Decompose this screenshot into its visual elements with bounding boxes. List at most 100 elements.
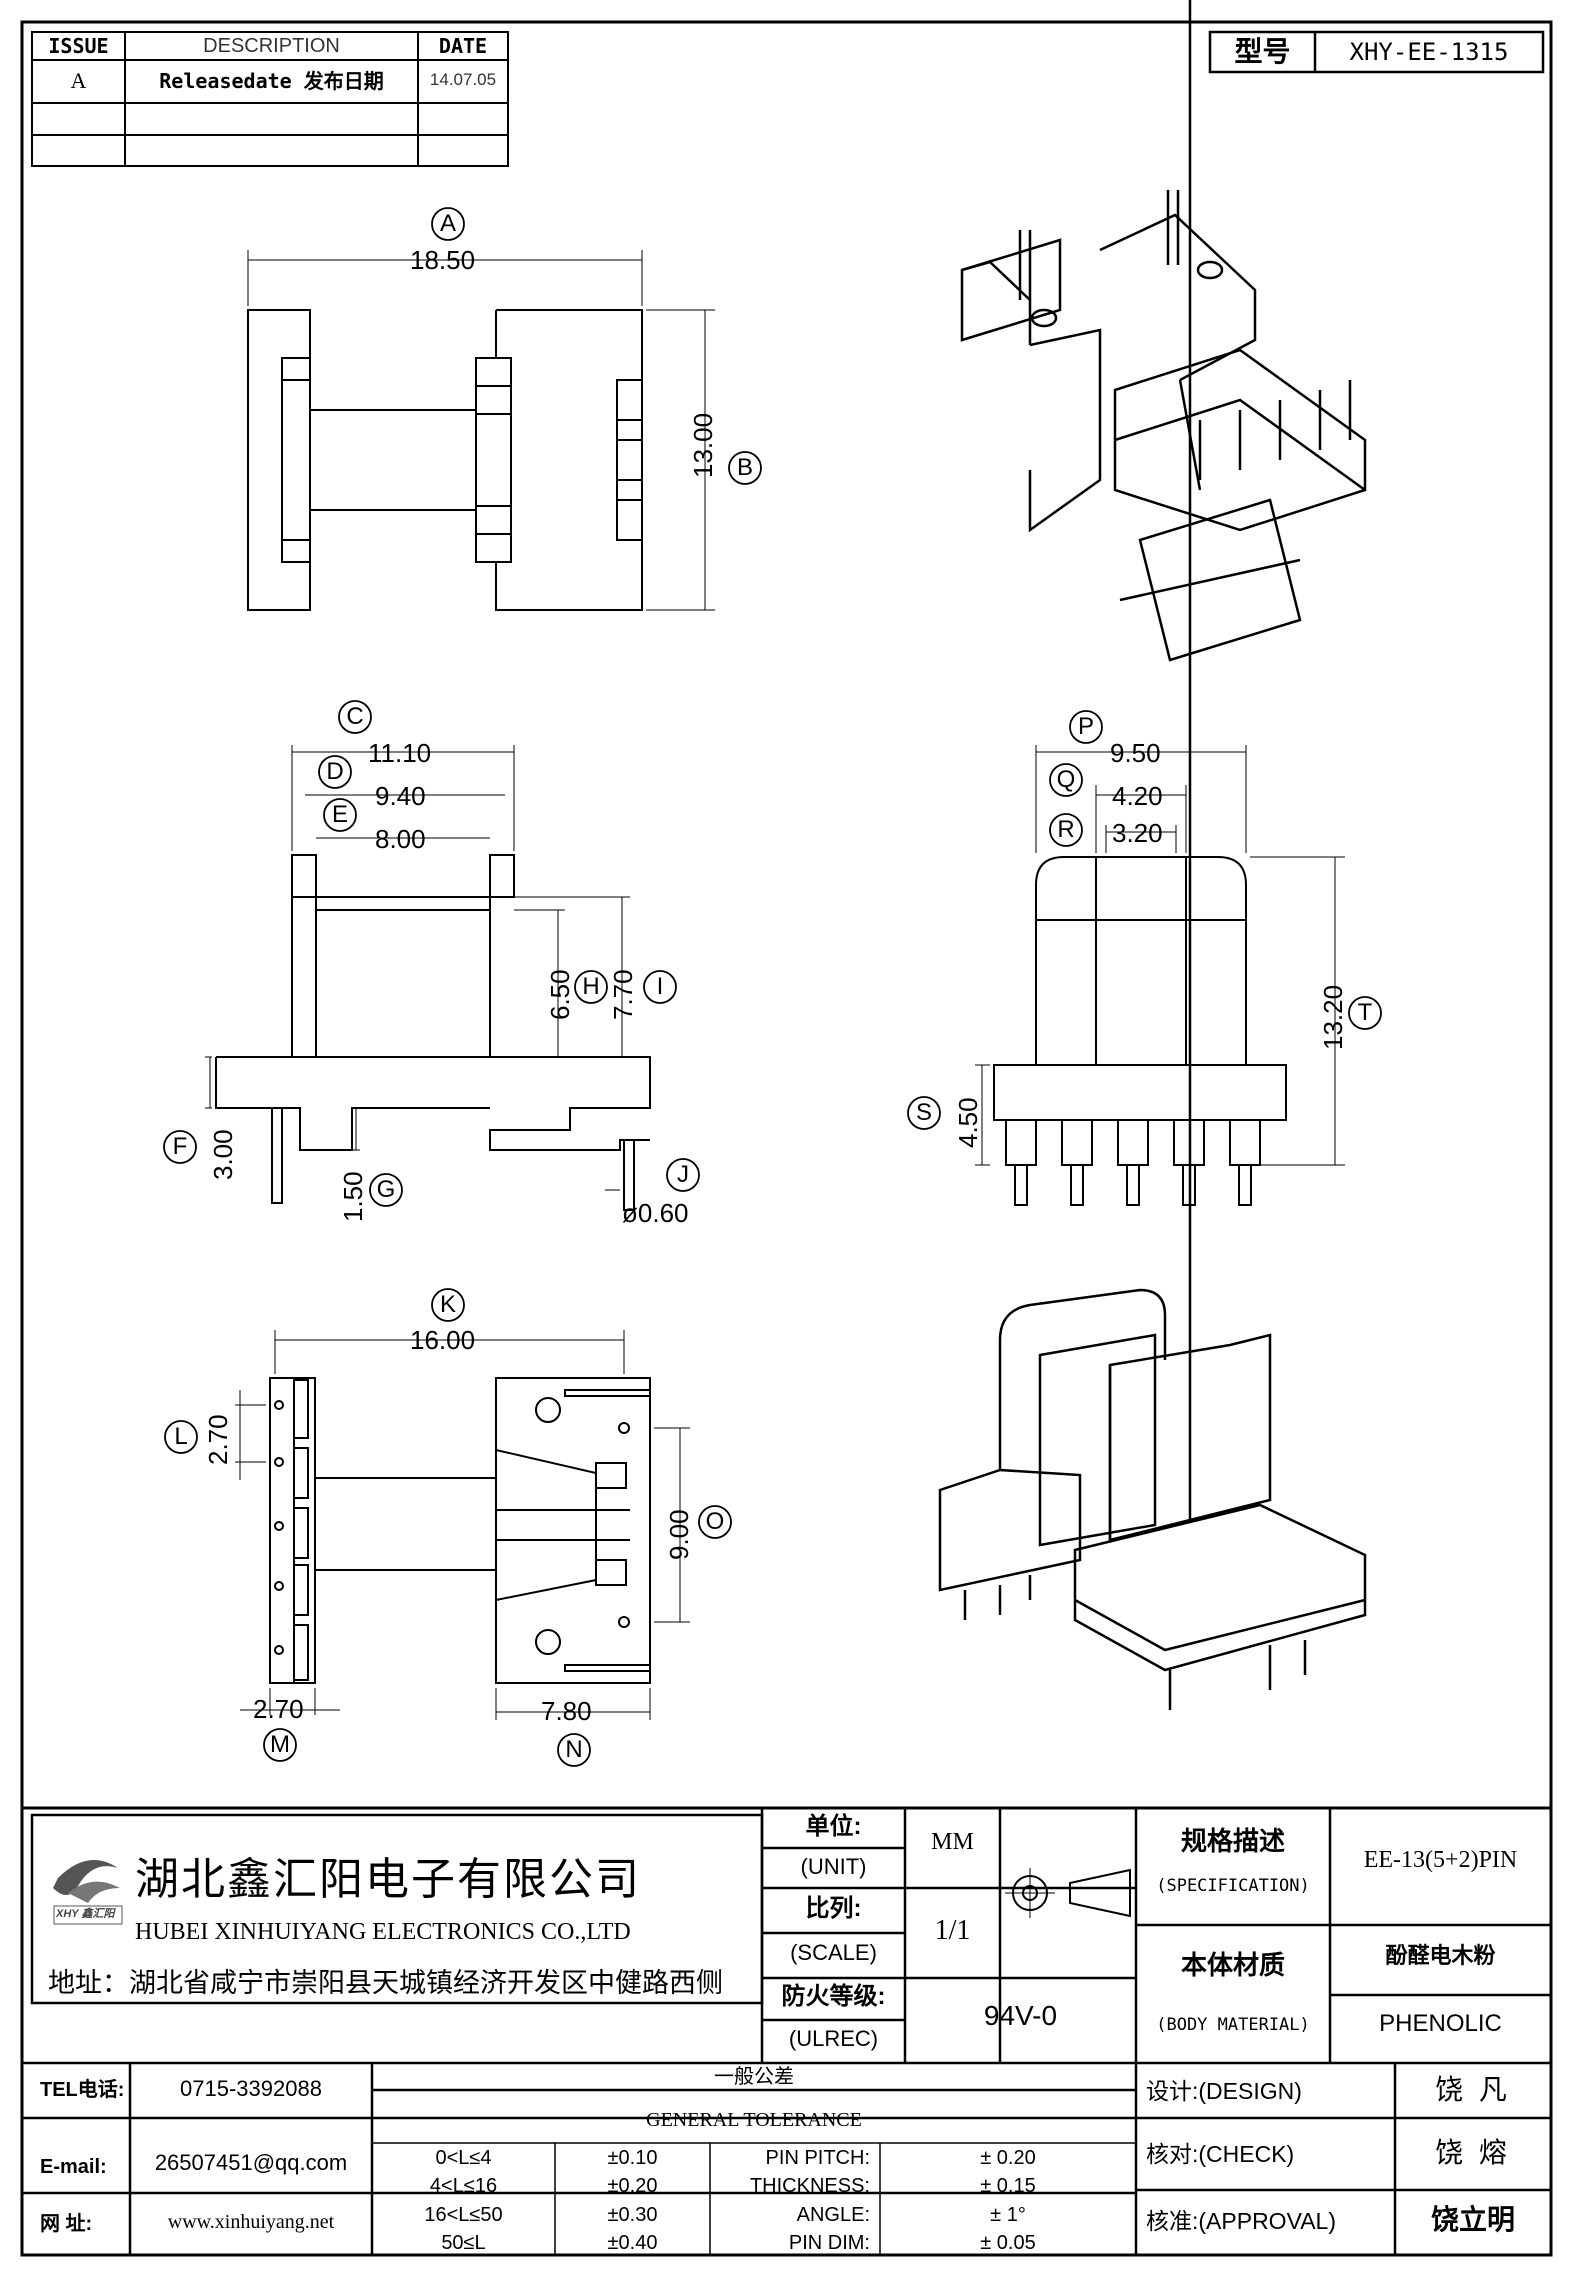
spec-label: 规格描述: [1180, 1826, 1285, 1856]
dim-l-label: L: [174, 1423, 188, 1450]
fire-label-en: (ULREC): [788, 2026, 879, 2051]
web-label: 网 址:: [40, 2213, 93, 2235]
company-name-en: HUBEI XINHUIYANG ELECTRONICS CO.,LTD: [135, 1919, 631, 1945]
check-name: 饶 熔: [1435, 2137, 1511, 2168]
revision-table-lines: [31, 31, 509, 167]
dim-r-value: 3.20: [1112, 818, 1163, 848]
design-label: 设计:(DESIGN): [1146, 2078, 1302, 2104]
tolerance-extra-label: ANGLE:: [796, 2204, 870, 2226]
tolerance-value: ±0.30: [607, 2204, 658, 2226]
rev-header-description: DESCRIPTION: [203, 35, 340, 57]
dim-d-label: D: [326, 758, 344, 785]
tolerance-title-en: GENERAL TOLERANCE: [646, 2109, 862, 2131]
dim-t-value: 13.20: [1318, 984, 1348, 1050]
web-value[interactable]: www.xinhuiyang.net: [167, 2211, 335, 2233]
projection-symbol-lines: [1005, 1868, 1131, 1918]
dim-g-value: 1.50: [338, 1171, 368, 1222]
rev-row-description: Releasedate 发布日期: [159, 69, 384, 93]
dim-b-label: B: [736, 454, 753, 481]
check-label: 核对:(CHECK): [1146, 2141, 1295, 2167]
rev-row-date: 14.07.05: [429, 70, 497, 89]
dim-h-label: H: [582, 973, 600, 1000]
dim-c-label: C: [346, 703, 364, 730]
dim-f-value: 3.00: [208, 1129, 238, 1180]
dim-e-value: 8.00: [375, 824, 426, 854]
dim-o-label: O: [705, 1508, 725, 1535]
dim-m-value: 2.70: [253, 1694, 304, 1724]
dim-a-label: A: [439, 210, 456, 237]
dim-n-value: 7.80: [541, 1696, 592, 1726]
dim-a-value: 18.50: [410, 245, 476, 275]
email-value[interactable]: 26507451@qq.com: [154, 2150, 348, 2175]
spec-label-en: (SPECIFICATION): [1156, 1876, 1310, 1896]
company-logo: XHY 鑫汇阳: [48, 1848, 128, 1928]
iso-view-bottom: [938, 0, 1367, 1710]
dim-g-label: G: [376, 1176, 396, 1203]
dim-m-label: M: [270, 1731, 290, 1758]
tel-label: TEL电话:: [40, 2079, 125, 2101]
email-label: E-mail:: [40, 2156, 107, 2178]
dim-n-label: N: [565, 1736, 583, 1763]
unit-label-en: (UNIT): [800, 1854, 867, 1879]
tolerance-range: 0<L≤4: [435, 2147, 492, 2169]
tel-value: 0715-3392088: [180, 2076, 322, 2101]
scale-value: 1/1: [934, 1915, 971, 1946]
dim-f-label: F: [172, 1133, 188, 1160]
dim-k-value: 16.00: [410, 1325, 476, 1355]
tolerance-range: 16<L≤50: [424, 2204, 503, 2226]
dim-s-value: 4.50: [953, 1097, 983, 1148]
unit-value: MM: [931, 1829, 974, 1855]
dim-t-label: T: [1357, 999, 1373, 1026]
dim-j-label: J: [677, 1161, 689, 1188]
unit-label: 单位:: [805, 1813, 862, 1840]
dim-j-value: ø0.60: [622, 1198, 689, 1228]
dim-i-value: 7.70: [608, 969, 638, 1020]
design-name: 饶 凡: [1435, 2074, 1511, 2105]
dim-b-value: 13.00: [688, 412, 718, 478]
material-label: 本体材质: [1180, 1950, 1285, 1980]
dim-o-value: 9.00: [664, 1509, 694, 1560]
bottom-view: [235, 1330, 690, 1720]
company-name-cn: 湖北鑫汇阳电子有限公司: [135, 1855, 641, 1904]
top-view: [247, 250, 715, 611]
tolerance-range: 4<L≤16: [429, 2175, 498, 2197]
tolerance-extra-value: ± 0.15: [980, 2175, 1036, 2197]
scale-label: 比列:: [805, 1895, 862, 1922]
dim-i-label: I: [656, 973, 664, 1000]
tolerance-value: ±0.10: [607, 2147, 658, 2169]
tolerance-extra-value: ± 0.05: [980, 2232, 1036, 2254]
rev-header-date: DATE: [438, 34, 488, 58]
tolerance-extra-value: ± 1°: [990, 2204, 1026, 2226]
material-value-en: PHENOLIC: [1379, 2010, 1502, 2037]
dim-k-label: K: [439, 1291, 456, 1318]
front-view: [975, 745, 1345, 1206]
tolerance-extra-label: THICKNESS:: [749, 2175, 870, 2197]
tolerance-value: ±0.40: [607, 2232, 658, 2254]
approval-label: 核准:(APPROVAL): [1146, 2208, 1336, 2234]
spec-value: EE-13(5+2)PIN: [1363, 1847, 1518, 1873]
tolerance-extra-value: ± 0.20: [980, 2147, 1036, 2169]
dim-r-label: R: [1057, 816, 1075, 843]
scale-label-en: (SCALE): [790, 1940, 877, 1965]
dim-d-value: 9.40: [375, 781, 426, 811]
model-label: 型号: [1234, 36, 1291, 67]
dim-circles: [163, 207, 1382, 1767]
dim-q-value: 4.20: [1112, 781, 1163, 811]
iso-view-top: [960, 190, 1367, 662]
dim-c-value: 11.10: [368, 738, 432, 768]
tolerance-range: 50≤L: [441, 2232, 486, 2254]
company-address: 地址：湖北省咸宁市崇阳县天城镇经济开发区中健路西侧: [48, 1968, 723, 1998]
tolerance-title-cn: 一般公差: [714, 2066, 794, 2088]
tolerance-extra-label: PIN PITCH:: [765, 2147, 870, 2169]
rev-header-issue: ISSUE: [48, 34, 109, 58]
titleblock-lines: [22, 1806, 1551, 2255]
material-value-cn: 酚醛电木粉: [1385, 1943, 1496, 1968]
approval-name: 饶立明: [1430, 2204, 1515, 2235]
rev-row-issue: A: [70, 68, 87, 93]
dim-e-label: E: [331, 801, 348, 828]
dim-p-value: 9.50: [1110, 738, 1161, 768]
fire-value: 94V-0: [983, 2000, 1058, 2031]
dim-s-label: S: [915, 1099, 932, 1126]
fire-label: 防火等级:: [781, 1983, 886, 2010]
